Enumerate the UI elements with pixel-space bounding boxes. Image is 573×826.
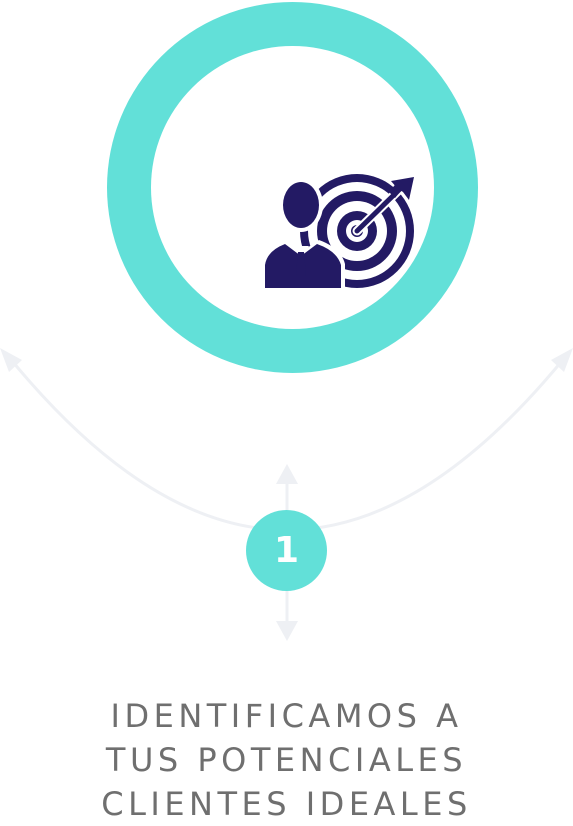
businessman-target-icon (259, 172, 414, 288)
step-caption: IDENTIFICAMOS A TUS POTENCIALES CLIENTES… (0, 694, 573, 826)
step-number-badge: 1 (246, 510, 327, 591)
step-number: 1 (273, 529, 300, 571)
arc-arrow-left (0, 348, 22, 372)
vertical-arrow-up (276, 464, 298, 484)
caption-line-1: IDENTIFICAMOS A (110, 697, 463, 735)
vertical-arrow-down (276, 621, 298, 641)
caption-line-3: CLIENTES IDEALES (101, 785, 472, 823)
arc-arrow-right (551, 348, 573, 372)
caption-line-2: TUS POTENCIALES (105, 741, 468, 779)
step-icon-ring (107, 2, 478, 373)
step-icon-disc (151, 46, 434, 329)
